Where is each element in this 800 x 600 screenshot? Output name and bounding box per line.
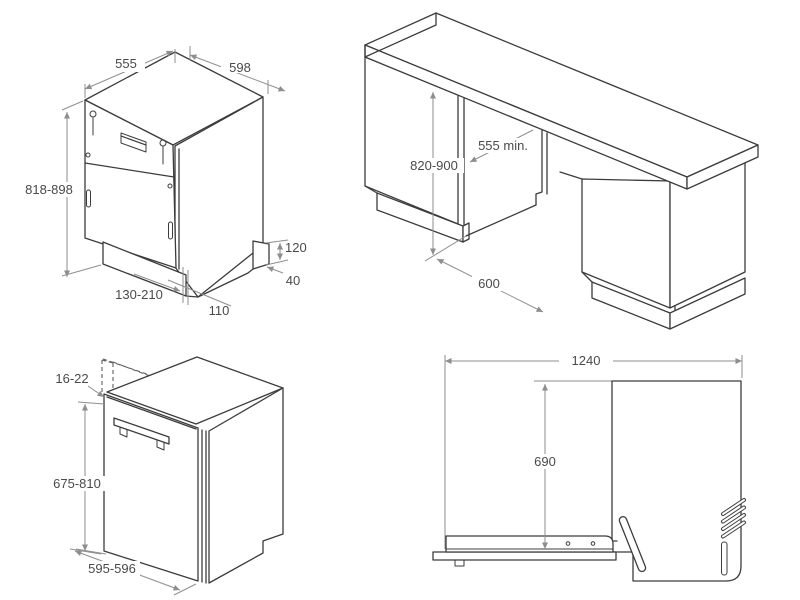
left-plinth-connector xyxy=(364,185,378,194)
dim-ticks-depth xyxy=(189,46,269,94)
door-slot-right xyxy=(168,221,173,240)
dim-label-niche-depth: 555 min. xyxy=(478,138,528,153)
door-screw-right xyxy=(590,541,596,546)
right-screw-head xyxy=(159,139,167,147)
dim-ticks-panel-width xyxy=(69,548,197,596)
door-handle-bar xyxy=(113,417,170,445)
latch-front xyxy=(120,135,147,153)
appliance-dimensions: 555 598 818-898 120 40 130-210 110 xyxy=(20,46,307,318)
vent-slots xyxy=(721,498,746,539)
panel-door-open-side: 1240 690 xyxy=(432,353,746,582)
dim-label-panel-thickness: 16-22 xyxy=(55,371,88,386)
dim-label-panel-width: 595-596 xyxy=(88,561,136,576)
open-door-outer-panel xyxy=(432,551,617,561)
panel-door-panel-iso: 16-22 675-810 595-596 xyxy=(49,356,284,596)
left-screw-head xyxy=(89,110,97,118)
dim-line-plinth-recess xyxy=(133,273,181,292)
dim-line-plinth-side xyxy=(266,266,284,274)
niche-right-wall-edge xyxy=(535,129,548,206)
door-foot-tab xyxy=(454,559,465,567)
open-door-dimensions: 1240 690 xyxy=(445,353,742,549)
dim-label-plinth-height: 120 xyxy=(285,240,307,255)
dim-label-panel-height: 675-810 xyxy=(53,476,101,491)
dim-label-loading-height: 690 xyxy=(534,454,556,469)
niche-dimensions: 820-900 555 min. 600 xyxy=(404,92,544,313)
dim-ticks-width xyxy=(84,49,176,98)
open-door-drawing xyxy=(432,355,746,582)
appliance2-door-face xyxy=(103,393,199,582)
dim-label-front-clearance: 110 xyxy=(209,303,230,318)
control-panel-bottom-line xyxy=(84,162,175,178)
dim-label-niche-width: 600 xyxy=(478,276,500,291)
dim-label-niche-height: 820-900 xyxy=(410,158,458,173)
door-screw-left xyxy=(565,541,571,546)
right-cabinet-plinth-side xyxy=(669,277,746,330)
door-slot-left xyxy=(86,189,91,208)
door-hole-top-left xyxy=(85,152,91,158)
label-bg xyxy=(221,57,259,73)
dim-label-plinth-side: 40 xyxy=(286,273,300,288)
niche-drawing xyxy=(364,12,759,330)
vent-bracket xyxy=(721,541,728,576)
worktop-end-face xyxy=(686,144,759,190)
label-bg xyxy=(107,56,145,72)
niche-floor-extension xyxy=(424,235,467,262)
panel-appliance-front-iso: 555 598 818-898 120 40 130-210 110 xyxy=(20,46,307,318)
open-door-inner-panel xyxy=(445,535,614,553)
label-bg xyxy=(404,158,464,173)
dim-label-plinth-recess: 130-210 xyxy=(115,287,163,302)
label-bg xyxy=(84,561,140,576)
label-bg xyxy=(472,276,506,291)
appliance-body-drawing-2 xyxy=(103,356,284,584)
door-panel-dimensions: 16-22 675-810 595-596 xyxy=(49,371,197,596)
right-cabinet-top-connector xyxy=(559,171,583,180)
worktop-left-end xyxy=(364,12,437,58)
label-bg xyxy=(49,476,105,491)
dim-leader-panel-thickness xyxy=(87,385,105,398)
dim-label-depth: 598 xyxy=(229,60,251,75)
appliance2-side-face xyxy=(208,387,284,584)
dim-leader-front-clearance xyxy=(167,279,232,307)
body-outline xyxy=(596,380,742,582)
label-bg xyxy=(477,138,529,153)
label-bg xyxy=(527,454,563,469)
reference-extension-lines xyxy=(444,355,743,549)
hinge-arm xyxy=(618,515,647,573)
dim-label-open-depth: 1240 xyxy=(572,353,601,368)
niche-floor-edge xyxy=(465,204,537,237)
label-bg xyxy=(559,353,613,368)
dim-ticks-height xyxy=(61,100,102,277)
front-plinth xyxy=(102,241,187,297)
right-plinth-connector xyxy=(581,271,593,283)
appliance-body-drawing xyxy=(84,51,270,298)
floor-edge xyxy=(185,268,254,298)
appliance-door-face xyxy=(84,99,177,269)
door-top-inner-line xyxy=(106,396,197,430)
door-layer-lines xyxy=(201,429,207,584)
dim-ticks-plinth-height xyxy=(265,239,289,266)
door-hole-right xyxy=(167,183,173,189)
dim-label-width: 555 xyxy=(115,56,137,71)
dim-label-height: 818-898 xyxy=(25,182,73,197)
dim-extension-lines xyxy=(182,267,189,305)
label-bg xyxy=(20,182,78,197)
left-plinth-end xyxy=(462,222,470,243)
panel-installation-niche: 820-900 555 min. 600 xyxy=(364,12,759,330)
